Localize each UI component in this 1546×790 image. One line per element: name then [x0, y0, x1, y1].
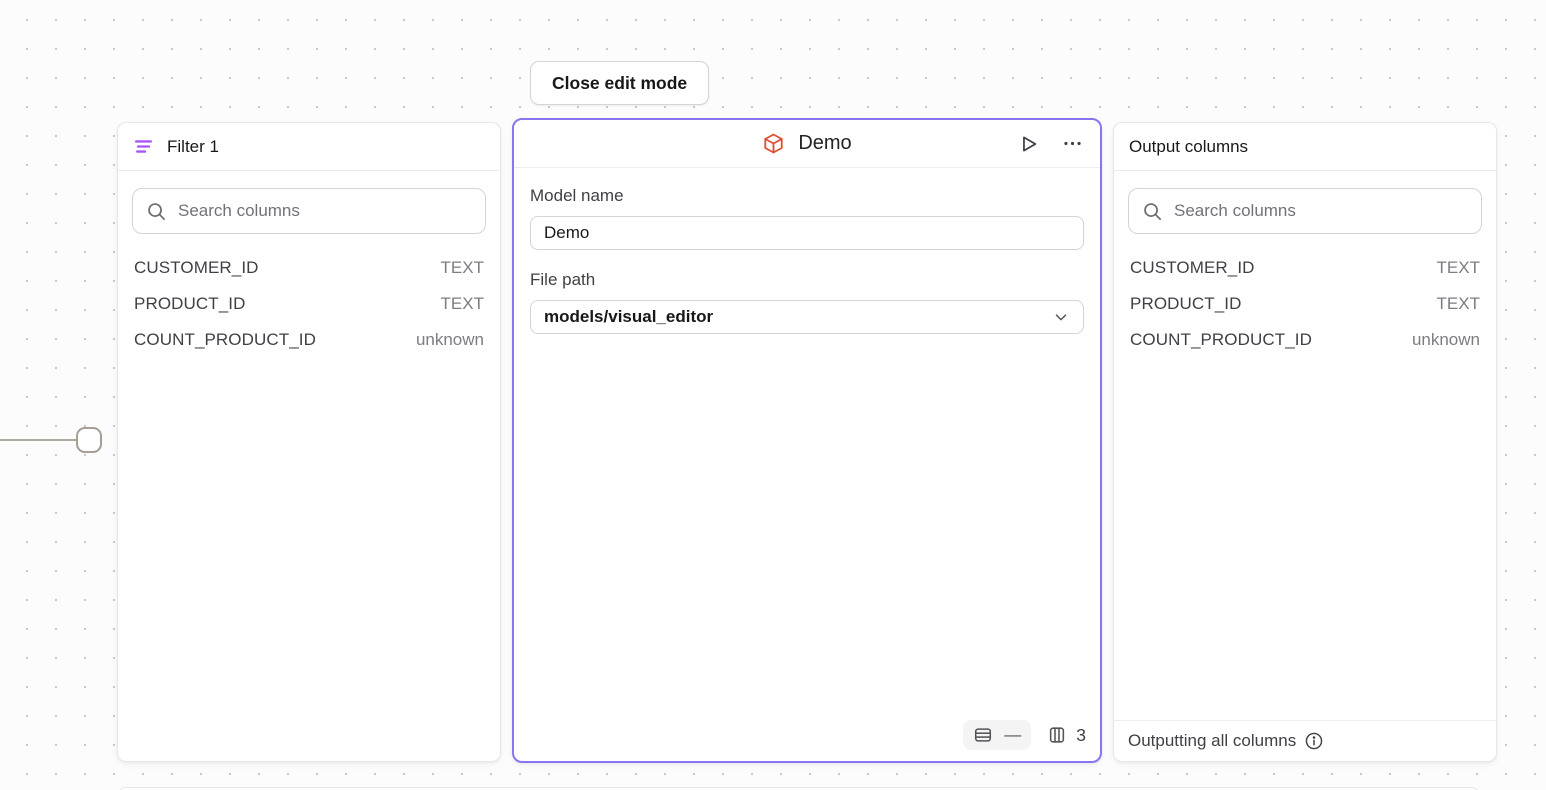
- model-stats: — 3: [963, 720, 1086, 750]
- chevron-down-icon: [1052, 308, 1070, 326]
- play-icon: [1018, 133, 1040, 155]
- column-name: COUNT_PRODUCT_ID: [1130, 330, 1313, 349]
- output-column-list: CUSTOMER_ID TEXT PRODUCT_ID TEXT COUNT_P…: [1114, 244, 1496, 364]
- output-columns-panel: Output columns CUSTOMER_ID TEXT PRODUCT_…: [1113, 122, 1497, 762]
- column-type: unknown: [415, 330, 484, 349]
- model-title-group: Demo: [762, 132, 852, 155]
- cube-icon: [762, 132, 785, 155]
- output-footer-text: Outputting all columns: [1128, 731, 1297, 750]
- close-edit-mode-button[interactable]: Close edit mode: [530, 61, 710, 105]
- column-type: TEXT: [440, 294, 484, 313]
- column-row[interactable]: COUNT_PRODUCT_ID unknown: [134, 322, 484, 358]
- model-name-input[interactable]: [530, 216, 1084, 250]
- column-type: unknown: [1411, 330, 1480, 349]
- row-count-toggle[interactable]: —: [963, 720, 1032, 750]
- output-footer: Outputting all columns: [1114, 720, 1496, 761]
- column-name: CUSTOMER_ID: [134, 258, 259, 277]
- column-row[interactable]: PRODUCT_ID TEXT: [1130, 286, 1480, 322]
- filter-panel-title: Filter 1: [167, 136, 219, 156]
- filter-panel-header[interactable]: Filter 1: [118, 123, 500, 171]
- model-panel-header[interactable]: Demo: [514, 120, 1100, 168]
- table-rows-icon: [973, 725, 993, 745]
- output-search-box: [1128, 188, 1482, 234]
- table-columns-icon: [1047, 725, 1067, 745]
- column-count-value: 3: [1076, 724, 1086, 745]
- filter-column-list: CUSTOMER_ID TEXT PRODUCT_ID TEXT COUNT_P…: [118, 244, 500, 364]
- run-model-button[interactable]: [1016, 131, 1042, 157]
- search-icon: [1142, 201, 1163, 222]
- model-header-actions: [1016, 120, 1085, 167]
- filter-icon: [133, 136, 154, 157]
- filter-search-box: [132, 188, 486, 234]
- row-count-value: —: [1004, 725, 1022, 744]
- output-panel-title: Output columns: [1129, 136, 1249, 156]
- column-row[interactable]: PRODUCT_ID TEXT: [134, 286, 484, 322]
- edge-connector-handle[interactable]: [76, 427, 102, 453]
- model-name-label: Model name: [530, 186, 624, 205]
- model-panel-title: Demo: [798, 132, 852, 154]
- column-type: TEXT: [1436, 294, 1480, 313]
- edge-connector-line: [0, 439, 77, 441]
- column-name: COUNT_PRODUCT_ID: [134, 330, 317, 349]
- file-path-select[interactable]: models/visual_editor: [530, 300, 1084, 334]
- column-type: TEXT: [440, 258, 484, 277]
- more-menu-button[interactable]: [1060, 131, 1085, 156]
- column-row[interactable]: CUSTOMER_ID TEXT: [134, 250, 484, 286]
- output-panel-header: Output columns: [1114, 123, 1496, 171]
- column-row[interactable]: CUSTOMER_ID TEXT: [1130, 250, 1480, 286]
- model-panel: Demo Model name File path: [512, 118, 1102, 763]
- filter-search-input[interactable]: [178, 201, 472, 221]
- filter-panel: Filter 1 CUSTOMER_ID TEXT PRODUCT_ID TEX…: [117, 122, 501, 762]
- ellipsis-icon: [1062, 133, 1083, 154]
- file-path-label: File path: [530, 270, 596, 289]
- column-name: PRODUCT_ID: [134, 294, 246, 313]
- info-circle-icon[interactable]: [1304, 731, 1324, 751]
- column-row[interactable]: COUNT_PRODUCT_ID unknown: [1130, 322, 1480, 358]
- file-path-value: models/visual_editor: [544, 307, 714, 326]
- column-name: CUSTOMER_ID: [1130, 258, 1255, 277]
- search-icon: [146, 201, 167, 222]
- output-search-input[interactable]: [1174, 201, 1468, 221]
- column-type: TEXT: [1436, 258, 1480, 277]
- model-form: Model name File path models/visual_edito…: [514, 168, 1100, 349]
- column-name: PRODUCT_ID: [1130, 294, 1242, 313]
- column-count[interactable]: 3: [1047, 725, 1086, 746]
